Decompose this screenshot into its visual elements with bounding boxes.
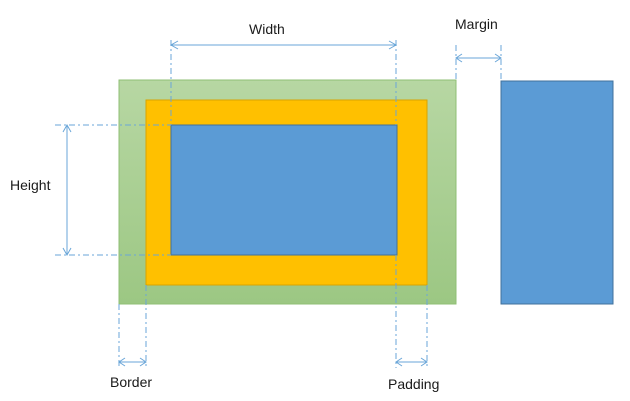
border-label: Border — [110, 374, 153, 390]
padding-dimension-arrow — [395, 357, 428, 367]
height-dimension-arrow — [62, 123, 72, 257]
border-dimension-arrow — [118, 357, 147, 367]
padding-label: Padding — [388, 376, 440, 392]
height-label: Height — [10, 177, 51, 193]
neighbor-box — [500, 80, 614, 305]
width-dimension-arrow — [169, 40, 398, 50]
margin-label: Margin — [455, 16, 498, 32]
width-label: Width — [249, 21, 285, 37]
content-box — [170, 124, 398, 256]
margin-dimension-arrow — [455, 53, 502, 63]
